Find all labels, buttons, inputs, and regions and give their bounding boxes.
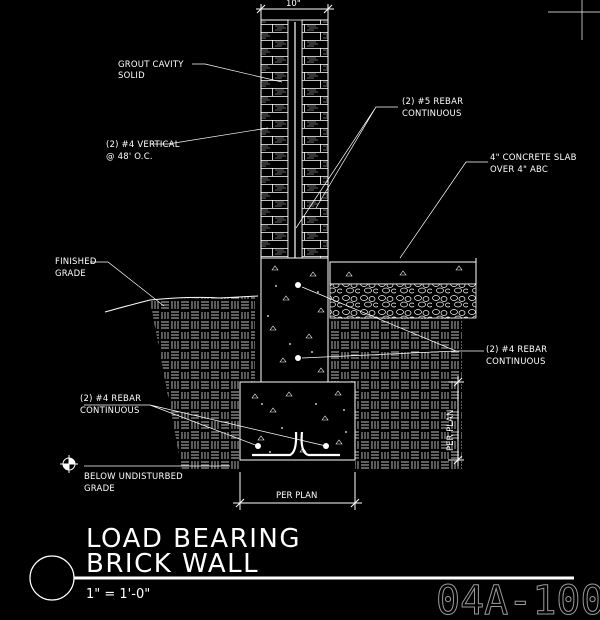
slab-aggregate [345,265,463,277]
title-line-1: LOAD BEARING [86,524,301,554]
title-line-2: BRICK WALL [86,549,259,579]
concrete-aggregate [251,265,347,453]
stem-wall-concrete [260,257,329,383]
detail-bubble-icon [29,555,75,601]
vertical-rebar-callout: (2) #4 VERTICAL @ 48' O.C. [106,140,183,162]
slab-callout: 4" CONCRETE SLAB OVER 4" ABC [490,153,580,175]
footing-width-dimension [233,472,362,510]
brick-wall-right-wythe [301,19,329,259]
earth-hatch [150,296,462,470]
elevation-marker-icon [60,455,78,473]
grout-cavity-callout: GROUT CAVITY SOLID [118,60,187,81]
rebar-sections [255,282,329,449]
rebar-4-right-callout: (2) #4 REBAR CONTINUOUS [486,345,550,367]
scale-label: 1" = 1'-0" [86,587,150,602]
crosshair-icon [548,0,600,40]
title-block: LOAD BEARING BRICK WALL 1" = 1'-0" 04A-1… [29,524,600,620]
brick-wall-left-wythe [260,19,289,259]
undisturbed-grade-callout: BELOW UNDISTURBED GRADE [84,472,186,494]
footing-width-label: PER PLAN [276,491,317,501]
concrete-slab [329,261,477,285]
footing-depth-label: PER PLAN [446,410,456,451]
footing-hook-bar [252,431,340,457]
rebar-5-callout: (2) #5 REBAR CONTINUOUS [402,97,466,119]
gravel-base [329,283,477,319]
leader-lines [84,63,488,467]
sheet-number: 04A-1001 [436,578,600,620]
finished-grade-line [104,295,259,313]
finished-grade-callout: FINISHED GRADE [55,257,99,279]
wall-width-dimension [256,4,334,20]
footing-depth-dimension [448,376,464,466]
rebar-4-left-callout: (2) #4 REBAR CONTINUOUS [80,394,144,416]
wall-width-label: 10" [286,0,301,9]
